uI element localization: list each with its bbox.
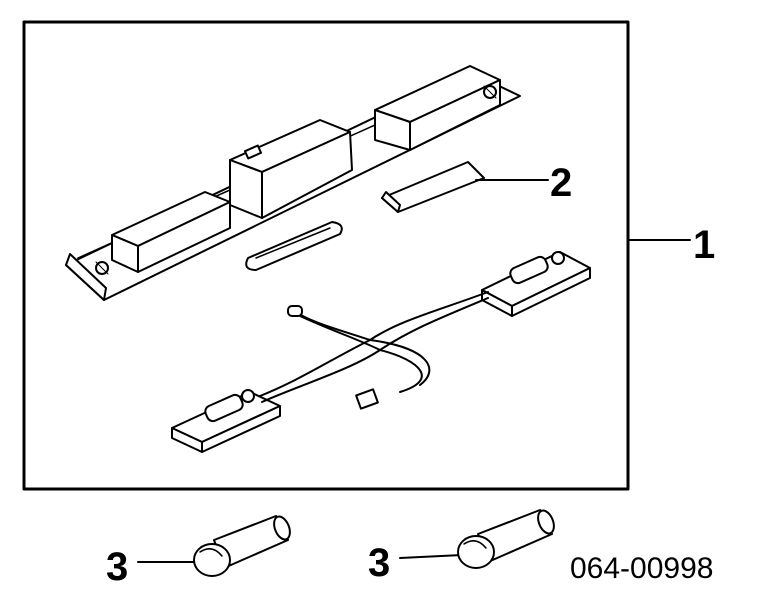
callout-2: 2 [550,161,572,205]
lens-part [381,161,485,213]
assembly-frame [22,20,630,491]
leader-3-right [399,554,463,559]
lamp-housing [65,65,521,301]
gasket [245,221,343,271]
callout-1: 1 [693,223,715,267]
bulb-left [193,515,291,577]
diagram-code: 064-00998 [570,552,713,585]
bulb-right [457,509,555,569]
callout-3-right: 3 [368,541,390,585]
callout-3-left: 3 [106,545,128,589]
wiring-harness [171,251,591,453]
